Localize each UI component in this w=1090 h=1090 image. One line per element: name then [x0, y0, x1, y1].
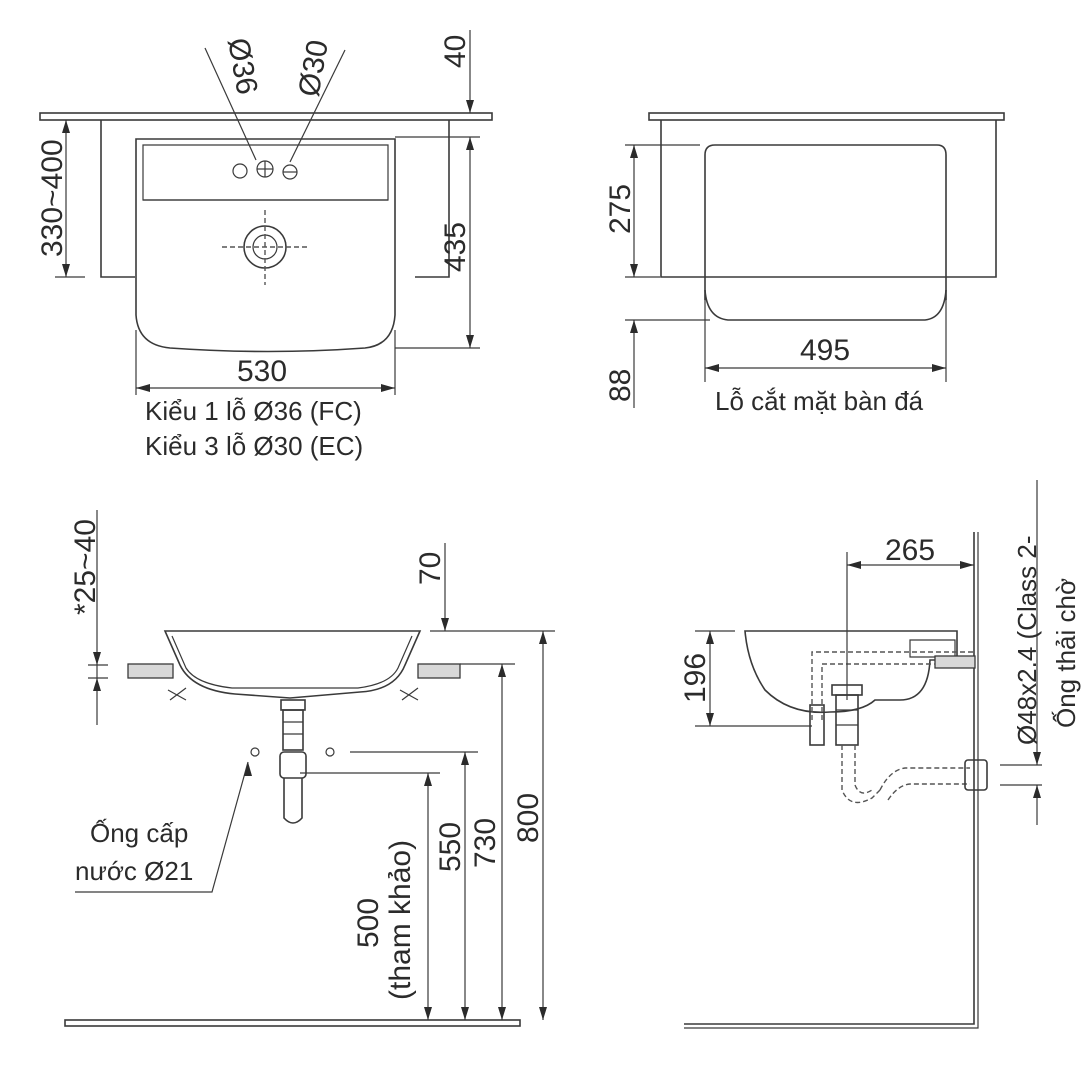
drain-label-line2: Ống thải chờ — [1051, 578, 1081, 728]
front-view — [64, 510, 555, 1027]
dim-cutout-275: 275 — [604, 184, 637, 234]
cutout-view — [625, 112, 1005, 408]
dim-depth-196: 196 — [679, 653, 712, 703]
dim-hole-30: Ø30 — [293, 37, 335, 99]
caption-type3: Kiểu 3 lỗ Ø30 (EC) — [145, 431, 363, 461]
side-view — [684, 480, 1042, 1029]
dim-height-800: 800 — [512, 793, 545, 843]
dim-height-550: 550 — [434, 822, 467, 872]
dim-height-730: 730 — [469, 818, 502, 868]
dim-width-530: 530 — [237, 355, 287, 388]
label-reference: (tham khảo) — [384, 840, 417, 1000]
dim-rim-70: 70 — [414, 552, 447, 585]
dim-depth-435: 435 — [439, 222, 472, 272]
dim-cutout-88: 88 — [604, 369, 637, 402]
supply-label-line2: nước Ø21 — [75, 856, 193, 886]
top-view — [39, 30, 493, 395]
dim-cutout-495: 495 — [800, 334, 850, 367]
caption-type1: Kiểu 1 lỗ Ø36 (FC) — [145, 396, 362, 426]
dim-wall-height: 330~400 — [36, 139, 69, 257]
dim-hole-36: Ø36 — [221, 35, 263, 97]
dim-height-500: 500 — [352, 898, 385, 948]
caption-cutout: Lỗ cắt mặt bàn đá — [715, 386, 924, 416]
supply-label-line1: Ống cấp — [90, 818, 188, 848]
dim-offset-265: 265 — [885, 534, 935, 567]
dim-top-offset: 40 — [439, 35, 472, 68]
drain-label-line1: Ø48x2.4 (Class 2- — [1012, 535, 1042, 745]
dim-counter-thickness: *25~40 — [69, 519, 102, 615]
